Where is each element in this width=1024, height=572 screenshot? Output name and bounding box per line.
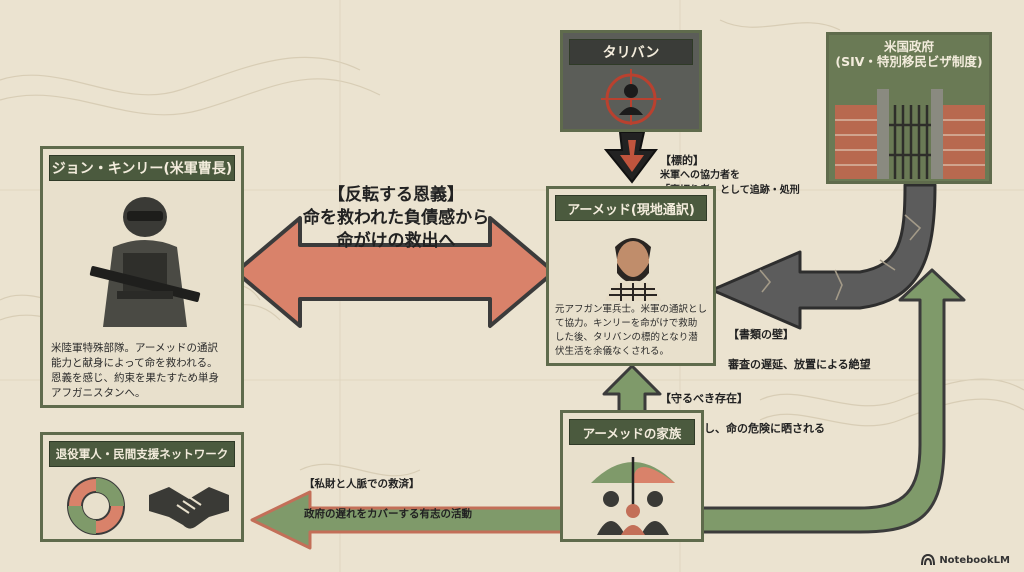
network-title: 退役軍人・民間支援ネットワーク xyxy=(49,441,235,467)
handshake-icon xyxy=(149,487,229,529)
private-rescue-line1: 政府の遅れをカバーする有志の活動 xyxy=(304,508,472,520)
target-line1: 米軍への協力者を xyxy=(660,170,740,181)
protect-arrow xyxy=(602,364,662,414)
gate-wall-illustration xyxy=(835,89,985,179)
taliban-card: タリバン xyxy=(560,30,702,132)
private-rescue-head: 【私財と人脈での救済】 xyxy=(304,478,420,490)
private-rescue-label: 【私財と人脈での救済】 政府の遅れをカバーする有志の活動 xyxy=(304,462,544,537)
umbrella-family-icon xyxy=(591,457,675,535)
paper-wall-arrow xyxy=(710,183,937,330)
reversal-line2: 命を救われた負債感から xyxy=(302,208,490,228)
reversal-label: 【反転する恩義】 命を救われた負債感から 命がけの救出へ xyxy=(268,184,524,253)
private-rescue-arrow xyxy=(250,268,966,550)
usgov-title-line2: (SIV・特別移民ビザ制度) xyxy=(835,54,983,69)
paper-wall-head: 【書類の壁】 xyxy=(728,328,794,341)
family-card: アーメッドの家族 xyxy=(560,410,704,542)
notebooklm-logo-icon xyxy=(921,554,936,566)
john-title: ジョン・キンリー(米軍曹長) xyxy=(49,155,235,181)
family-title: アーメッドの家族 xyxy=(569,419,695,445)
usgov-card: 米国政府 (SIV・特別移民ビザ制度) xyxy=(826,32,992,184)
john-description: 米陸軍特殊部隊。アーメッドの通訳 能力と献身によって命を救われる。 恩義を感じ、… xyxy=(51,342,219,399)
target-head: 【標的】 xyxy=(660,154,704,167)
brand-text: NotebookLM xyxy=(939,554,1010,566)
ahmed-card: アーメッド(現地通訳) 元アフガン軍兵士。米軍の通訳とし て協力。キンリーを命が… xyxy=(546,186,716,366)
reversal-line3: 命がけの救出へ xyxy=(336,231,456,251)
paper-wall-line1: 審査の遅延、放置による絶望 xyxy=(728,358,871,371)
lifebuoy-icon xyxy=(67,477,125,535)
usgov-title-line1: 米国政府 xyxy=(883,39,934,54)
taliban-title: タリバン xyxy=(569,39,693,65)
ahmed-portrait xyxy=(605,238,661,301)
usgov-title: 米国政府 (SIV・特別移民ビザ制度) xyxy=(829,39,989,69)
john-card: ジョン・キンリー(米軍曹長) 米陸軍特殊部隊。アーメッドの通訳 能力と献身によっ… xyxy=(40,146,244,408)
crosshair-target-icon xyxy=(601,69,661,125)
soldier-illustration xyxy=(89,197,201,327)
paper-wall-label: 【書類の壁】 審査の遅延、放置による絶望 xyxy=(728,312,928,387)
target-line2: 「裏切り者」として追跡・処刑 xyxy=(660,185,800,196)
reversal-line1: 【反転する恩義】 xyxy=(328,185,464,205)
network-card: 退役軍人・民間支援ネットワーク xyxy=(40,432,244,542)
ahmed-title: アーメッド(現地通訳) xyxy=(555,195,707,221)
ahmed-description: 元アフガン軍兵士。米軍の通訳とし て協力。キンリーを命がけで救助 した後、タリバ… xyxy=(555,304,708,357)
target-arrow xyxy=(603,131,658,184)
target-label: 【標的】米軍への協力者を「裏切り者」として追跡・処刑 xyxy=(660,138,850,213)
protect-head: 【守るべき存在】 xyxy=(660,392,748,405)
brand-watermark: NotebookLM xyxy=(921,554,1010,566)
